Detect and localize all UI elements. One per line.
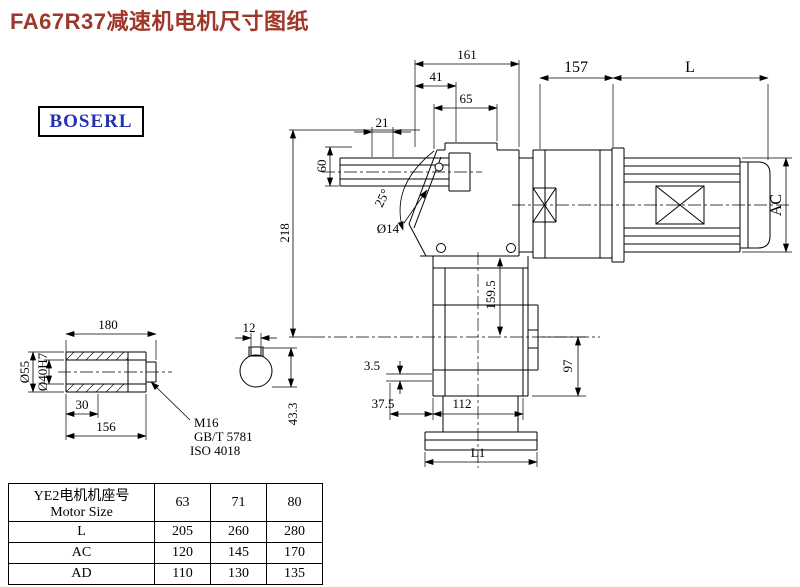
boserl-logo: BOSERL [38, 106, 144, 137]
dim-41: 41 [430, 69, 443, 84]
gearbox-outline [339, 142, 539, 451]
label-standard-iso: ISO 4018 [190, 443, 240, 458]
row-label-L: L [8, 521, 155, 543]
value-L-63: 205 [154, 521, 211, 543]
row-label-AD: AD [8, 563, 155, 585]
table-header-row: YE2电机机座号 Motor Size 63 71 80 [8, 483, 323, 522]
boserl-logo-text: BOSERL [49, 110, 133, 132]
value-AD-80: 135 [266, 563, 323, 585]
dim-L: L [685, 59, 695, 76]
table-cell-motor-size: YE2电机机座号 Motor Size [8, 483, 155, 522]
dim-65: 65 [460, 91, 473, 106]
dim-43-3: 43.3 [285, 403, 300, 426]
dim-37-5: 37.5 [372, 396, 395, 411]
dim-12: 12 [243, 320, 256, 335]
table-row-AC: AC 120 145 170 [8, 542, 323, 564]
dim-angle: 25° [371, 187, 392, 210]
dim-3-5: 3.5 [364, 358, 380, 373]
value-AC-63: 120 [154, 542, 211, 564]
table-row-AD: AD 110 130 135 [8, 563, 323, 585]
dim-30: 30 [76, 397, 89, 412]
extension-lines [28, 60, 792, 467]
dim-60: 60 [314, 160, 329, 173]
dim-218: 218 [277, 223, 292, 243]
page-title: FA67R37减速机电机尺寸图纸 [10, 9, 309, 34]
dim-159-5: 159.5 [483, 280, 498, 309]
dim-97: 97 [560, 359, 575, 373]
dimension-lines [29, 60, 790, 466]
label-standard-gbt: GB/T 5781 [194, 429, 253, 444]
value-AC-71: 145 [210, 542, 267, 564]
row-label-AC: AC [8, 542, 155, 564]
table-row-L: L 205 260 280 [8, 521, 323, 543]
motor-outline [519, 147, 771, 263]
technical-drawing: 161 41 65 21 60 218 Ø14 25° 157 L AC 159… [17, 47, 792, 468]
shaft-detail-outline [65, 346, 273, 393]
dim-AC: AC [768, 194, 785, 216]
dim-dia-55: Ø55 [17, 361, 32, 383]
value-AD-71: 130 [210, 563, 267, 585]
value-AC-80: 170 [266, 542, 323, 564]
dim-180: 180 [98, 317, 118, 332]
dim-112: 112 [452, 396, 471, 411]
motor-size-label-cn: YE2电机机座号 [33, 488, 130, 504]
motor-size-label-en: Motor Size [50, 504, 113, 520]
motor-size-table: YE2电机机座号 Motor Size 63 71 80 L 205 260 2… [8, 483, 323, 585]
value-L-80: 280 [266, 521, 323, 543]
value-AD-63: 110 [154, 563, 211, 585]
centerlines [58, 171, 792, 468]
dim-156: 156 [96, 419, 116, 434]
table-cell-frame-80: 80 [266, 483, 323, 522]
dim-dia-40: Ø40H7 [35, 352, 50, 391]
value-L-71: 260 [210, 521, 267, 543]
label-thread: M16 [194, 415, 219, 430]
table-cell-frame-63: 63 [154, 483, 211, 522]
table-cell-frame-71: 71 [210, 483, 267, 522]
section-hatching [65, 351, 129, 393]
dim-157: 157 [564, 59, 588, 76]
dimension-labels: 161 41 65 21 60 218 Ø14 25° 157 L AC 159… [17, 47, 785, 460]
dim-21: 21 [376, 115, 389, 130]
dim-L1: L1 [471, 445, 485, 460]
dim-shaft-dia: Ø14 [377, 221, 400, 236]
dim-161: 161 [457, 47, 477, 62]
